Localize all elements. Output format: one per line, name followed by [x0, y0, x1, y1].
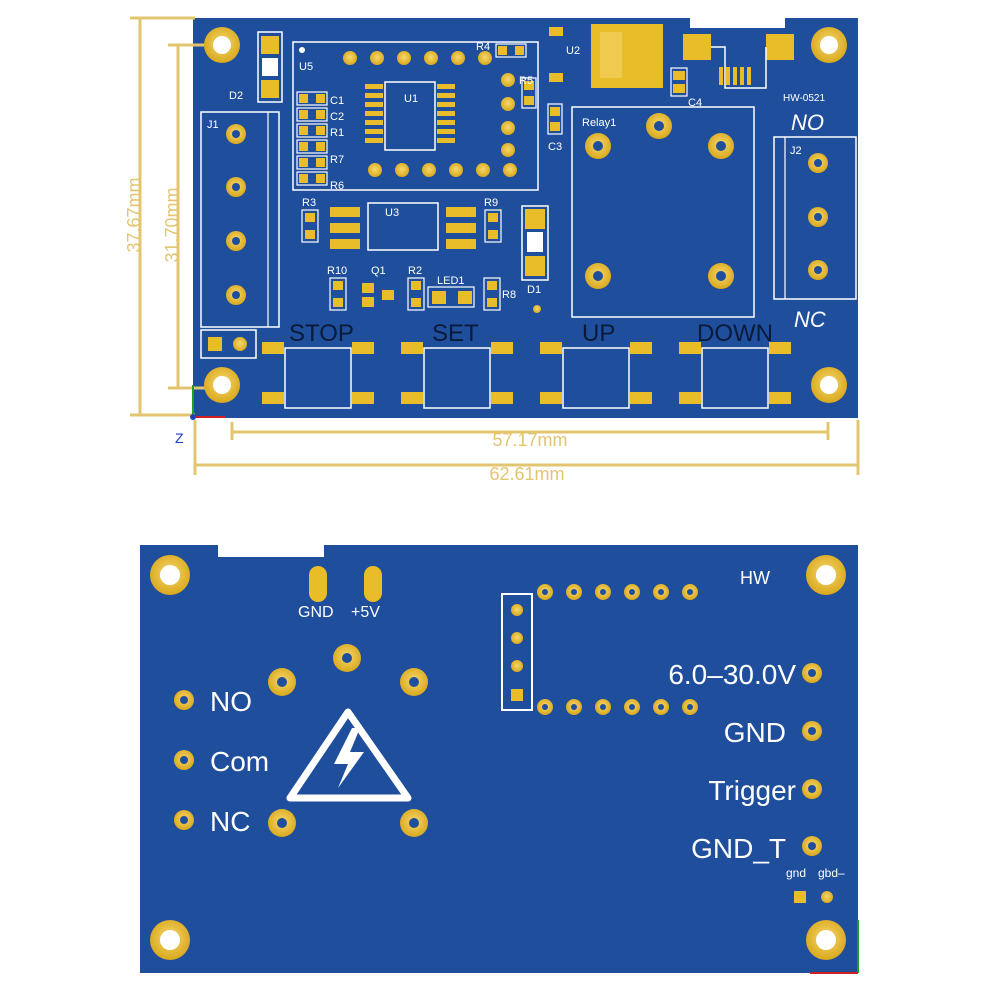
label-c1: C1: [330, 95, 344, 107]
label-r7: R7: [330, 154, 344, 166]
u2-component: [549, 24, 663, 88]
label-u2: U2: [566, 45, 580, 57]
label-r1: R1: [330, 127, 344, 139]
top-mounting-holes: [204, 27, 847, 403]
axis-z-label: Z: [175, 430, 184, 446]
label-r3: R3: [302, 197, 316, 209]
label-d1: D1: [527, 284, 541, 296]
high-voltage-warning-icon: [286, 708, 412, 802]
label-gbd-small: gbd–: [818, 866, 845, 880]
button-label-up: UP: [582, 320, 615, 347]
label-d2: D2: [229, 90, 243, 102]
dim-inner-width: 57.17mm: [492, 430, 567, 450]
top-designators: D2 U5 R4 U2 C1 C2 R1 R7 R6 U1 R5 C3 C4 H…: [207, 41, 825, 301]
input-terminal-labels: 6.0–30.0V GND Trigger GND_T: [668, 659, 796, 864]
power-pads: [309, 566, 382, 602]
d1-component: [521, 205, 549, 313]
tact-buttons: [262, 342, 791, 409]
bottom-notch: [218, 540, 324, 558]
label-r5: R5: [519, 75, 533, 87]
j1-connector: [200, 111, 280, 359]
dim-inner-height: 31.70mm: [162, 187, 182, 262]
u5-bottom-pads: [368, 163, 517, 177]
r3-r9: [301, 209, 502, 243]
label-board-id: HW-0521: [783, 93, 825, 104]
label-voltage-range: 6.0–30.0V: [668, 659, 796, 690]
label-c2: C2: [330, 111, 344, 123]
label-gnd-t: GND_T: [691, 833, 786, 864]
bottom-mounting-holes: [150, 555, 846, 960]
label-brand: HW: [740, 568, 770, 588]
top-notch: [690, 14, 785, 28]
label-q1: Q1: [371, 265, 386, 277]
c4-inductor: [670, 34, 794, 97]
left-terminal-pads: [174, 690, 194, 830]
label-r9: R9: [484, 197, 498, 209]
header-strip: [501, 593, 533, 711]
label-com-bottom: Com: [210, 746, 269, 777]
axis-marker: Z: [175, 385, 225, 446]
label-no-bottom: NO: [210, 686, 252, 717]
label-nc-top: NC: [794, 307, 826, 332]
label-u3: U3: [385, 207, 399, 219]
relay-component: [571, 106, 755, 318]
j2-connector: [773, 136, 857, 300]
label-r8: R8: [502, 289, 516, 301]
bottom-relay-pads: [268, 644, 428, 837]
u5-top-pads: [343, 51, 492, 65]
u1-ic: [365, 81, 455, 151]
bottom-board: [140, 545, 858, 973]
u3-component: [330, 202, 476, 251]
label-gnd-pin: GND: [298, 604, 334, 621]
r4-component: [495, 43, 527, 58]
lower-smd-row: [329, 277, 501, 311]
button-label-set: SET: [432, 320, 479, 347]
label-r2: R2: [408, 265, 422, 277]
right-terminal-pads: [802, 663, 822, 856]
label-c3: C3: [548, 141, 562, 153]
label-r10: R10: [327, 265, 347, 277]
button-label-stop: STOP: [289, 320, 354, 347]
label-led1: LED1: [437, 275, 465, 287]
relay-terminal-labels: NO Com NC: [210, 686, 269, 837]
u5-pin1-mark: [299, 47, 305, 53]
r5-pads: [501, 73, 537, 157]
dimension-lines: [130, 16, 860, 475]
label-relay1: Relay1: [582, 117, 616, 129]
button-label-down: DOWN: [697, 320, 773, 347]
d2-component: [257, 31, 283, 103]
label-u1: U1: [404, 93, 418, 105]
label-r6: R6: [330, 180, 344, 192]
left-smd-column: [296, 91, 328, 186]
dim-outer-height: 37.67mm: [124, 177, 144, 252]
label-u5: U5: [299, 61, 313, 73]
label-trigger: Trigger: [708, 775, 796, 806]
small-gnd-pads: [794, 891, 833, 903]
c3-component: [547, 103, 563, 135]
dim-outer-width: 62.61mm: [489, 464, 564, 484]
label-5v-pin: +5V: [351, 604, 380, 621]
label-r4: R4: [476, 41, 490, 53]
label-nc-bottom: NC: [210, 806, 250, 837]
u5-outline: [292, 41, 539, 191]
bottom-pad-holes: [542, 589, 693, 710]
label-no-top: NO: [791, 110, 824, 135]
button-labels: STOP SET UP DOWN: [289, 320, 773, 347]
label-j1: J1: [207, 119, 219, 131]
bottom-axis-marker: [810, 920, 859, 974]
top-view: 37.67mm 31.70mm 57.17mm 62.61mm Z: [124, 14, 860, 484]
label-gnd-small: gnd: [786, 866, 806, 880]
label-j2: J2: [790, 145, 802, 157]
label-gnd-input: GND: [724, 717, 786, 748]
label-c4: C4: [688, 97, 702, 109]
bottom-view: GND +5V HW: [140, 540, 859, 974]
